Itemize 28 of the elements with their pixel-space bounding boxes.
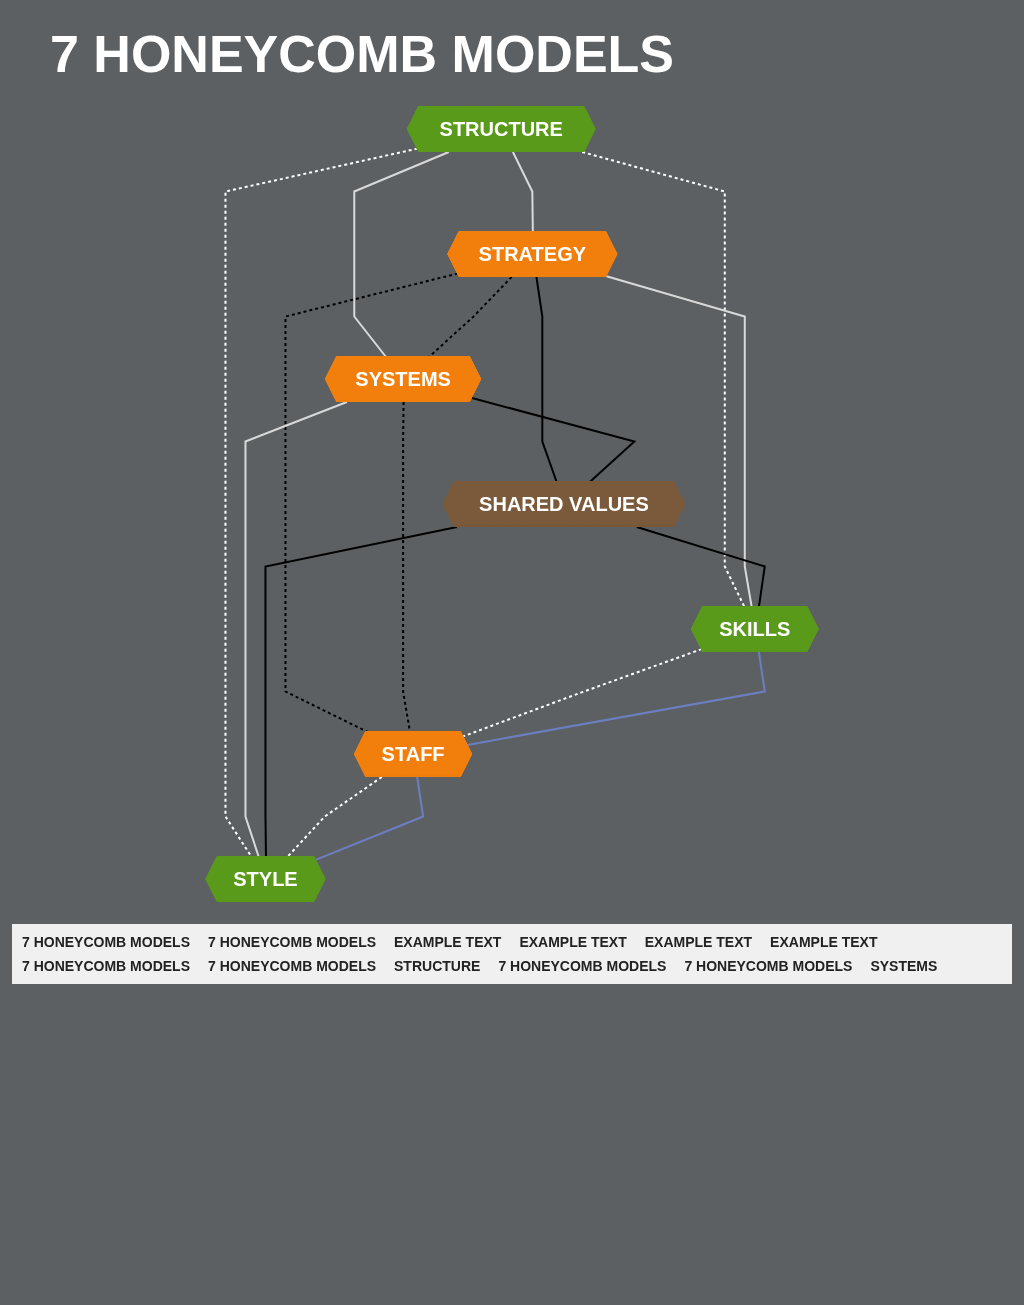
connector bbox=[581, 151, 746, 608]
label: EXAMPLE TEXT bbox=[770, 934, 878, 950]
label: EXAMPLE TEXT bbox=[394, 934, 502, 950]
label: EXAMPLE TEXT bbox=[644, 934, 753, 950]
connector bbox=[470, 397, 637, 483]
label: 7 HONEYCOMB MODELS bbox=[22, 934, 190, 950]
label: 7 HONEYCOMB MODELS bbox=[208, 934, 377, 950]
connector bbox=[224, 147, 419, 858]
label: EXAMPLE TEXT bbox=[519, 934, 627, 950]
connector bbox=[511, 151, 534, 233]
connector bbox=[286, 776, 383, 858]
connector bbox=[605, 275, 753, 608]
title: 7 HONEYCOMB MODELS bbox=[49, 24, 676, 85]
label: 7 HONEYCOMB MODELS bbox=[22, 958, 190, 974]
connector bbox=[353, 151, 450, 358]
connector bbox=[462, 648, 703, 738]
label: 7 HONEYCOMB MODELS bbox=[684, 958, 853, 974]
connector bbox=[535, 276, 558, 483]
label: SYSTEMS bbox=[870, 958, 938, 974]
connector bbox=[244, 401, 348, 858]
connector bbox=[635, 526, 766, 608]
label: 7 HONEYCOMB MODELS bbox=[208, 958, 377, 974]
connector bbox=[466, 651, 766, 746]
connector bbox=[314, 776, 425, 861]
label: 7 HONEYCOMB MODELS bbox=[498, 958, 667, 974]
connector bbox=[284, 272, 459, 733]
label: STRUCTURE bbox=[394, 958, 481, 974]
connector bbox=[264, 526, 458, 858]
